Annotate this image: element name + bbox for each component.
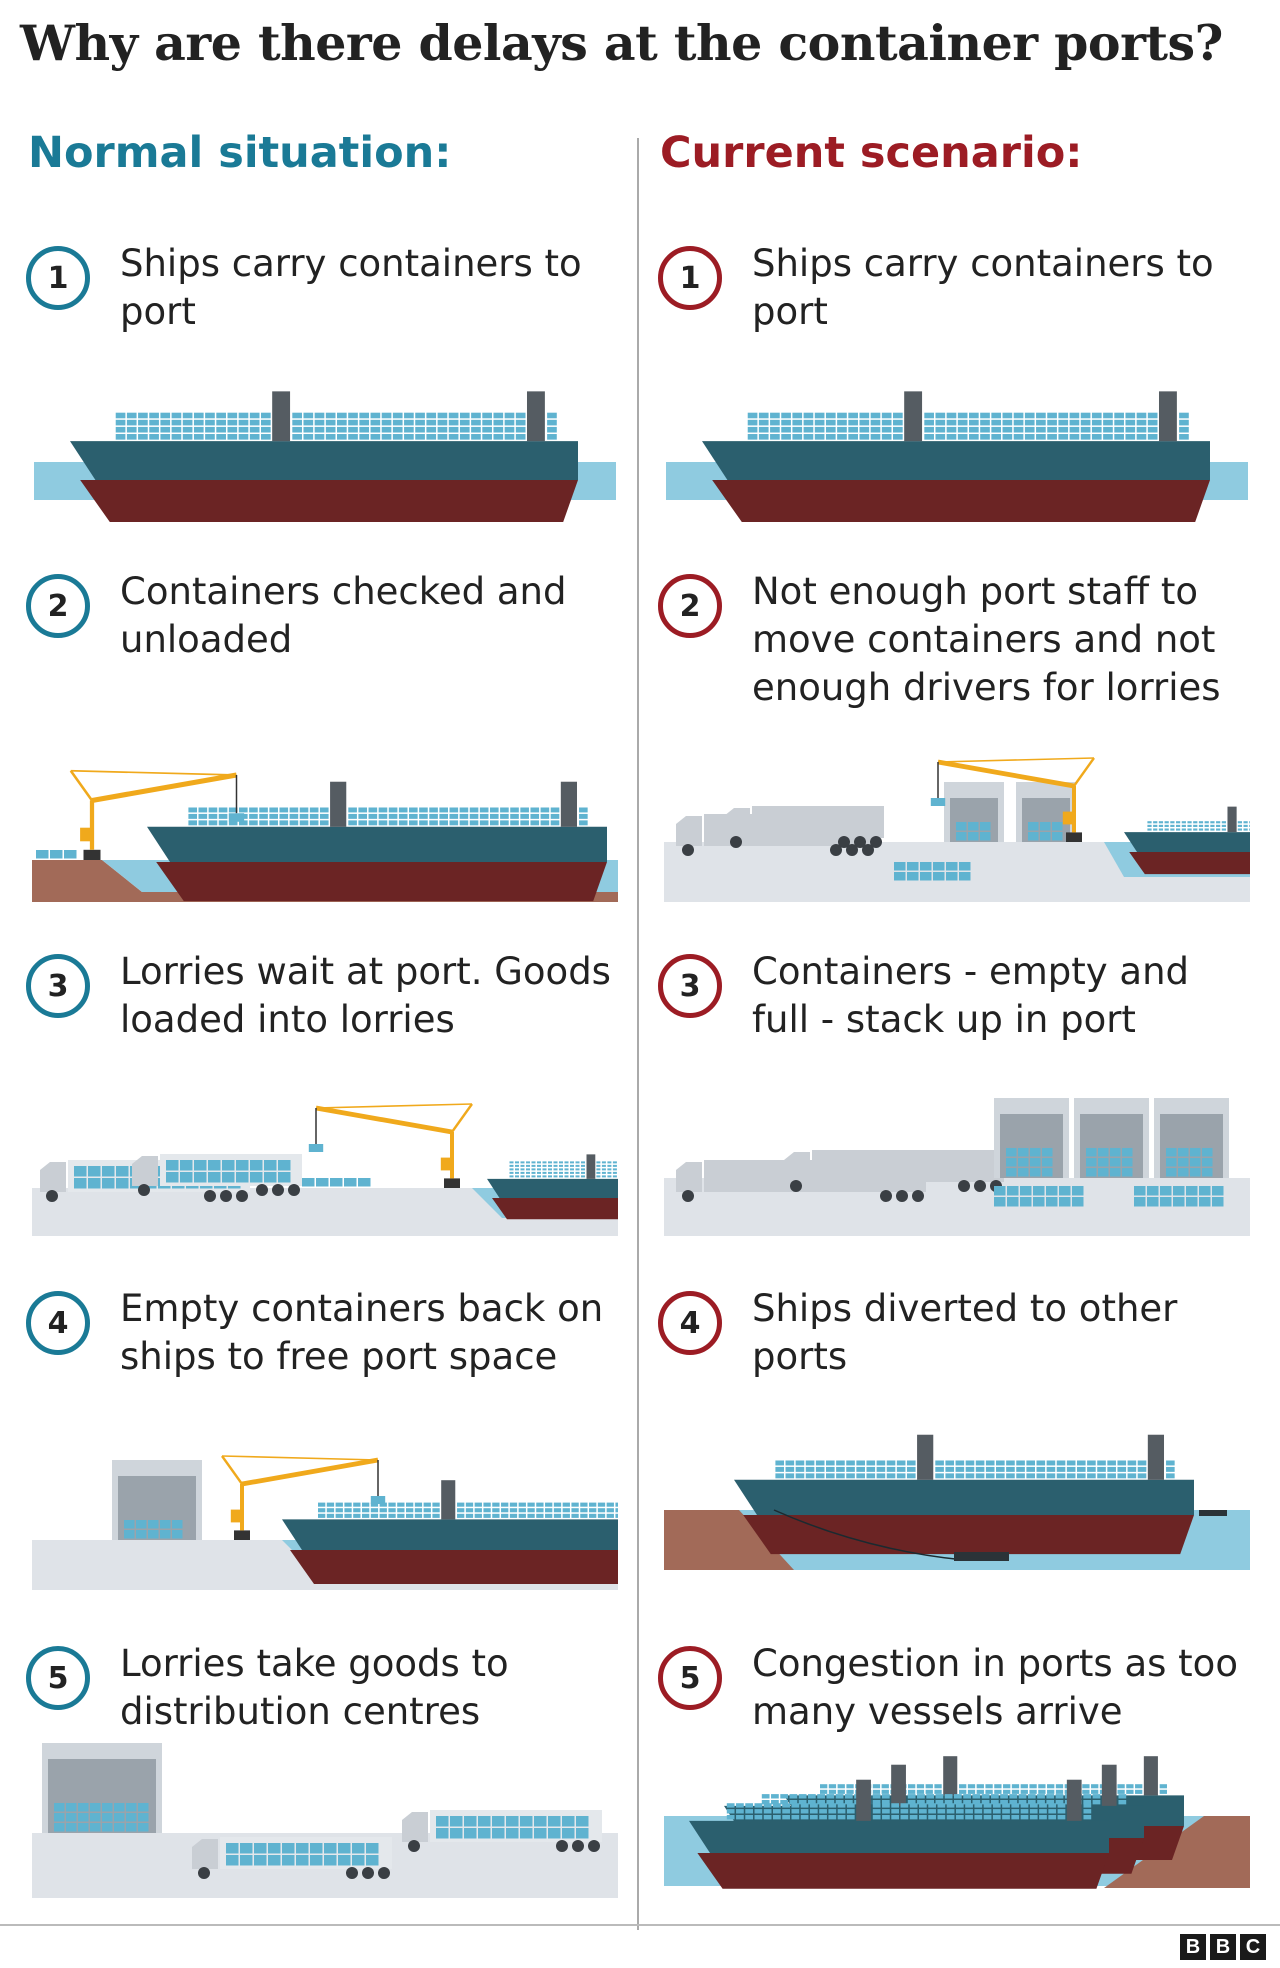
logo-letter: C [1240,1934,1266,1960]
port-crane-icon [221,1455,386,1540]
ship-arriving-illustration [32,352,618,522]
containers-stack-up-illustration [664,1068,1250,1238]
empty-containers-back-illustration [32,1420,618,1590]
lorry-icon [402,1810,602,1852]
port-congestion-illustration [664,1738,1250,1908]
step-number-badge: 2 [658,574,722,638]
step-text: Containers - empty and full - stack up i… [752,950,1190,1041]
container-ship-icon [282,1480,618,1584]
container-ship-icon [147,781,607,902]
step-text: Ships carry containers to port [120,242,582,333]
warehouse-icon [1074,1098,1149,1178]
step-number-badge: 5 [26,1646,90,1710]
step-text: Ships carry containers to port [752,242,1214,333]
column-divider [637,138,639,1930]
current-scenario-column: Current scenario: 1 Ships carry containe… [632,0,1252,1968]
page-title: Why are there delays at the container po… [20,14,1223,72]
step-text: Not enough port staff to move containers… [752,570,1221,709]
step-text: Containers checked and unloaded [120,570,567,661]
unloading-illustration [32,732,618,902]
bbc-logo: B B C [1180,1934,1266,1960]
lorry-icon [132,1154,302,1196]
normal-situation-column: Normal situation: 1 Ships carry containe… [0,0,620,1968]
ship-arriving-illustration [664,352,1250,522]
ship-diverted-illustration [664,1420,1250,1590]
lorries-loading-illustration [32,1068,618,1238]
container-ship-icon [487,1154,618,1220]
current-scenario-heading: Current scenario: [660,128,1083,178]
container-ship-icon [702,391,1210,522]
footer-rule [0,1924,1280,1926]
step-text: Lorries wait at port. Goods loaded into … [120,950,611,1041]
warehouse-icon [42,1743,162,1833]
step-text: Empty containers back on ships to free p… [120,1287,604,1378]
step-text: Congestion in ports as too many vessels … [752,1642,1238,1733]
staff-shortage-illustration [664,732,1250,902]
logo-letter: B [1210,1934,1236,1960]
step-number-badge: 1 [658,246,722,310]
lorry-icon [724,806,884,848]
port-crane-icon [69,769,245,860]
warehouse-icon [944,782,1004,842]
container-ship-icon [70,391,578,522]
lorry-icon [192,1837,392,1879]
warehouse-icon [1154,1098,1229,1178]
step-number-badge: 4 [658,1291,722,1355]
port-crane-icon [308,1103,473,1188]
container-ship-icon [734,1434,1194,1555]
container-ship-icon [689,1779,1109,1889]
step-number-badge: 5 [658,1646,722,1710]
port-crane-icon [930,757,1095,842]
normal-situation-heading: Normal situation: [28,128,452,178]
container-ship-icon [1124,806,1250,875]
distribution-centre-illustration [32,1738,618,1908]
step-text: Lorries take goods to distribution centr… [120,1642,509,1733]
logo-letter: B [1180,1934,1206,1960]
step-number-badge: 2 [26,574,90,638]
step-number-badge: 3 [26,954,90,1018]
step-number-badge: 1 [26,246,90,310]
warehouse-icon [112,1460,202,1540]
step-text: Ships diverted to other ports [752,1287,1178,1378]
warehouse-icon [1016,782,1076,842]
step-number-badge: 3 [658,954,722,1018]
warehouse-icon [994,1098,1069,1178]
step-number-badge: 4 [26,1291,90,1355]
